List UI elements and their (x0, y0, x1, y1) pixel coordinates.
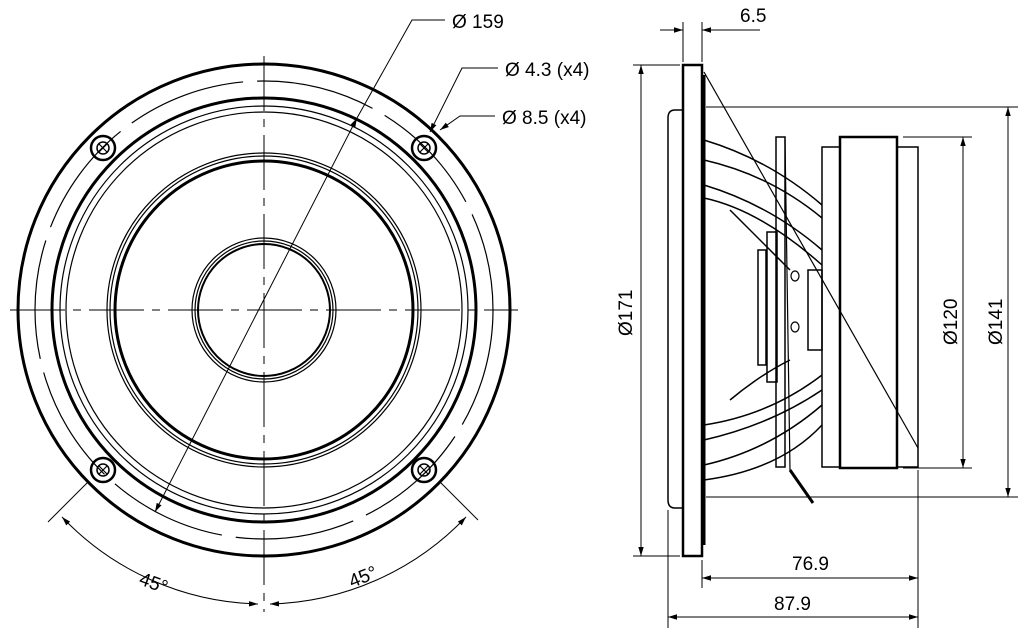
frame-ring (775, 136, 786, 468)
magnet (838, 135, 899, 470)
magnet-diameter-label: Ø120 (941, 299, 962, 345)
front-view: Ø 159 Ø 4.3 (x4) Ø 8.5 (x4) 45° 45° (10, 12, 589, 612)
basket-diameter-label: Ø141 (986, 299, 1007, 345)
screw-hole-icon (410, 134, 438, 162)
flange (681, 63, 704, 558)
gasket (667, 109, 683, 509)
screw-hole-icon (89, 134, 117, 162)
terminal-wire (788, 469, 815, 504)
total-depth-label: 87.9 (774, 594, 811, 615)
screw-hole-icon (410, 456, 438, 484)
screw-holes (89, 134, 438, 484)
outer-diameter-label: Ø171 (616, 290, 637, 336)
basket-struts (703, 139, 823, 481)
angle-left-dimension (61, 516, 259, 607)
angle-left-label: 45° (136, 569, 170, 599)
back-plate (896, 146, 919, 468)
angle-right-dimension (269, 516, 467, 607)
side-view: 6.5 Ø171 Ø141 Ø120 76.9 87.9 (616, 6, 1018, 628)
angle-right-label: 45° (346, 562, 381, 592)
screw-hole-icon (89, 456, 117, 484)
depth-label: 76.9 (792, 554, 829, 575)
hole-diameter-label: Ø 4.3 (x4) (505, 60, 589, 81)
flange-thickness-label: 6.5 (740, 6, 766, 27)
counterbore-diameter-label: Ø 8.5 (x4) (502, 108, 586, 129)
diameter-159-label: Ø 159 (452, 12, 504, 33)
diameter-159-dimension (154, 117, 358, 513)
